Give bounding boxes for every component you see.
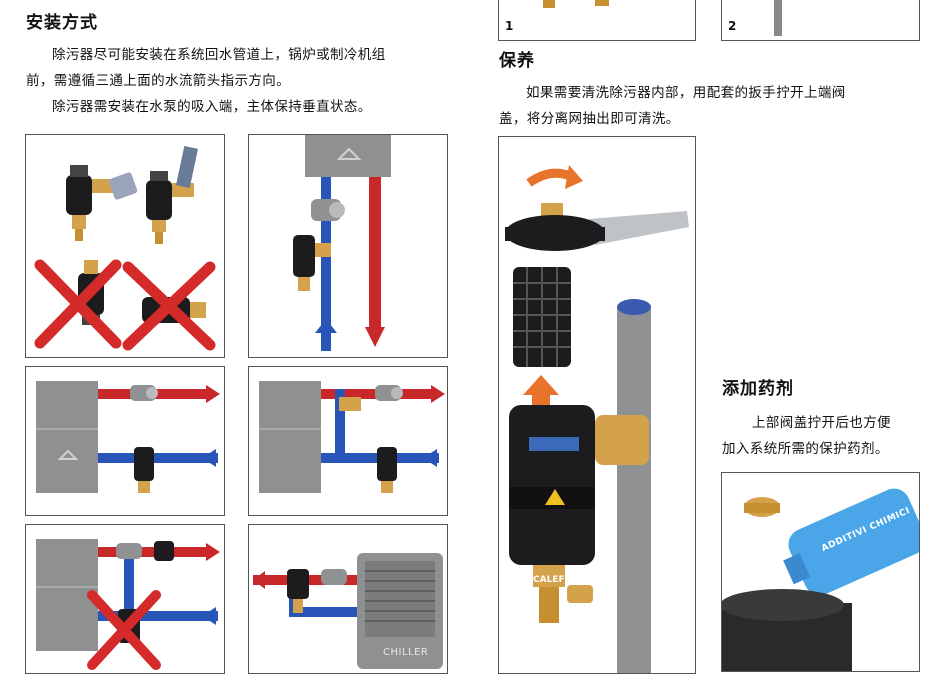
maintenance-panel-2: 2 [721, 0, 920, 41]
additive-heading: 添加药剂 [722, 379, 794, 399]
maintenance-line1: 如果需要清洗除污器内部，用配套的扳手拧开上端阀 [526, 85, 846, 101]
panel-number-1: 1 [505, 19, 514, 33]
separator-angled [66, 165, 138, 241]
panel-wrong-install [25, 524, 225, 674]
additive-image: ADDITIVI CHIMICI [721, 472, 920, 672]
additive-line2: 加入系统所需的保护药剂。 [722, 441, 889, 457]
chiller-label: CHILLER [383, 647, 429, 658]
panel-number-2: 2 [728, 19, 737, 33]
maintenance-exploded-view: CALEFFI [498, 136, 696, 674]
brand-label: CALEFFI [533, 575, 575, 585]
panel-boiler-return-variant [248, 366, 448, 516]
panel-orientations [25, 134, 225, 358]
panel-boiler-return [25, 366, 225, 516]
install-para1-line1: 除污器尽可能安装在系统回水管道上，锅炉或制冷机组 [52, 47, 386, 63]
install-para2: 除污器需安装在水泵的吸入端，主体保持垂直状态。 [52, 99, 372, 115]
maintenance-heading: 保养 [499, 51, 535, 71]
panel-pump-suction [248, 134, 448, 358]
maintenance-line2: 盖，将分离网抽出即可清洗。 [499, 111, 680, 127]
install-para1-line2: 前，需遵循三通上面的水流箭头指示方向。 [26, 73, 291, 89]
panel-chiller: CHILLER [248, 524, 448, 674]
additive-line1: 上部阀盖拧开后也方便 [752, 415, 891, 431]
maintenance-panel-1: 1 [498, 0, 696, 41]
install-heading: 安装方式 [26, 13, 98, 33]
